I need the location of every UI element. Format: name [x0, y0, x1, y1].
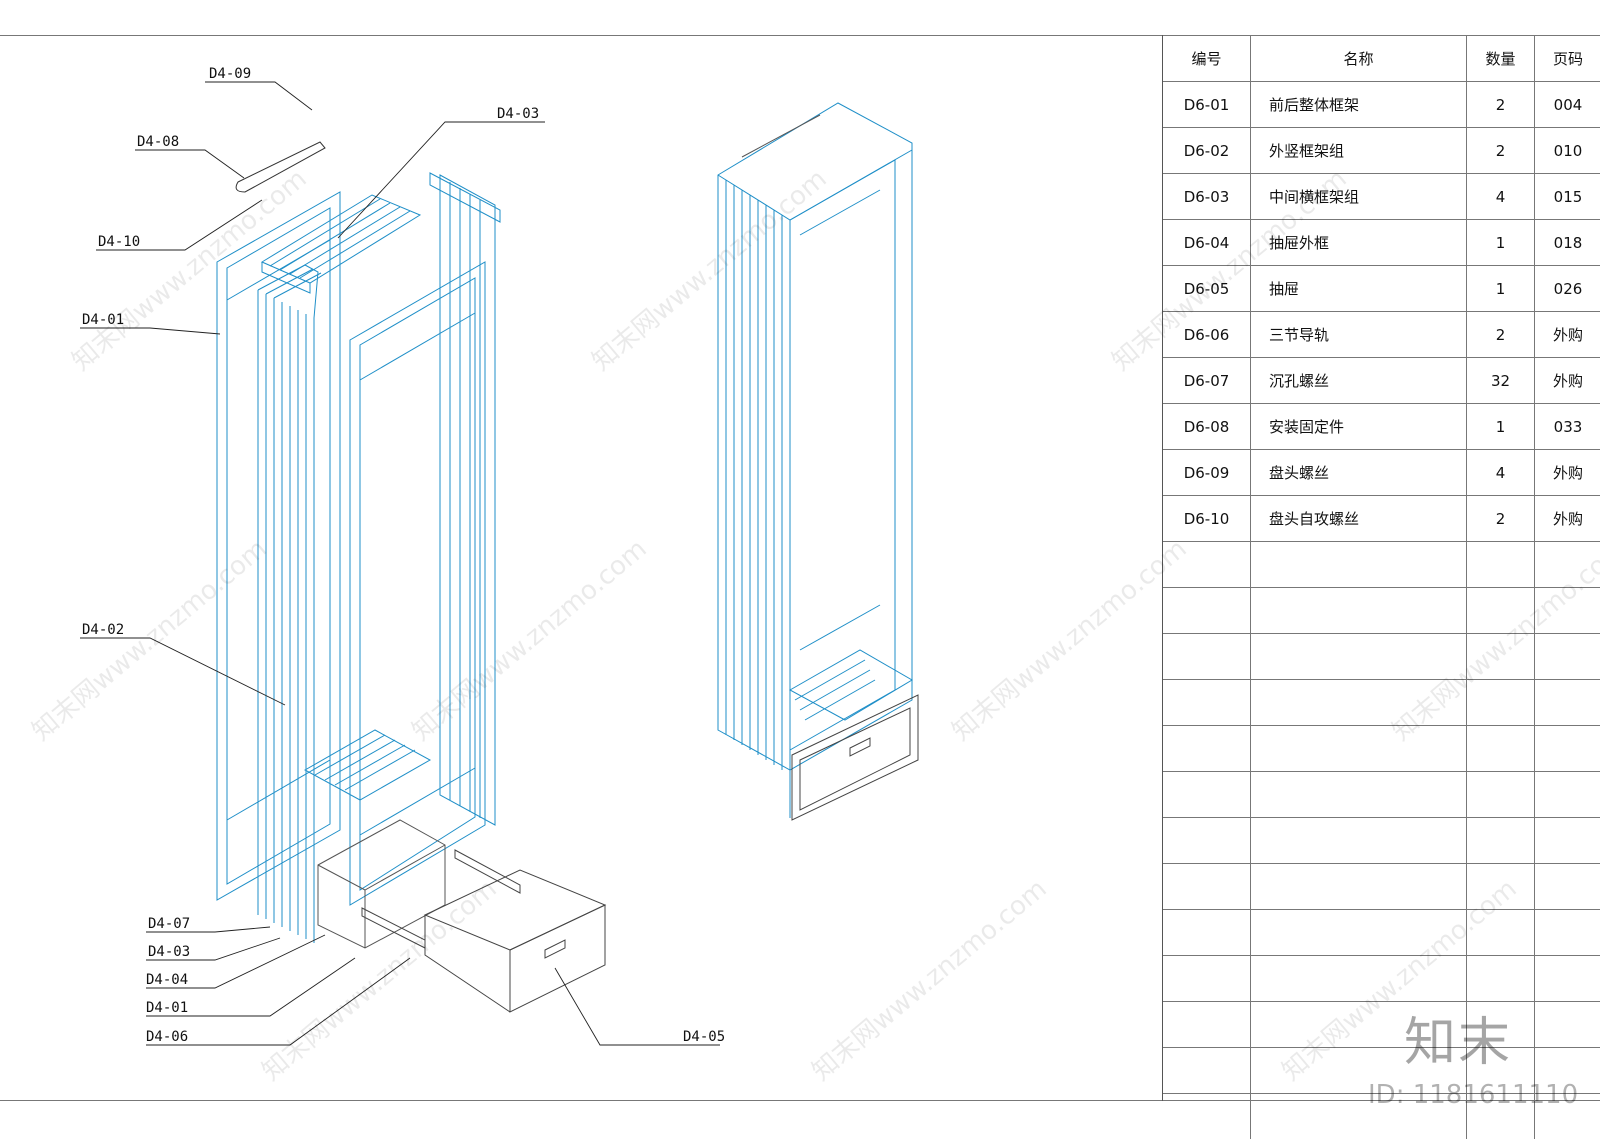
bom-cell-page: 015 [1535, 174, 1600, 220]
drawer-box [425, 870, 605, 1012]
bom-cell-qty: 2 [1467, 312, 1535, 358]
bom-cell-page: 026 [1535, 266, 1600, 312]
bom-cell-qty: 4 [1467, 450, 1535, 496]
drawer-rail [362, 908, 425, 948]
callout-d4-02: D4-02 [82, 622, 124, 638]
leader-lines [80, 82, 720, 1045]
bom-cell-qty: 32 [1467, 358, 1535, 404]
bom-cell-no: D6-07 [1163, 358, 1251, 404]
callout-d4-08: D4-08 [137, 134, 179, 150]
top-cross-slats [262, 195, 420, 293]
bom-cell-page: 018 [1535, 220, 1600, 266]
brand-watermark: 知末 [1404, 1000, 1512, 1075]
bom-cell-page: 外购 [1535, 312, 1600, 358]
bom-cell-name: 三节导轨 [1251, 312, 1467, 358]
bom-cell-qty: 2 [1467, 82, 1535, 128]
bom-cell-page: 033 [1535, 404, 1600, 450]
bom-cell-no: D6-05 [1163, 266, 1251, 312]
bom-cell-no: D6-03 [1163, 174, 1251, 220]
callout-d4-01-top: D4-01 [82, 312, 124, 328]
bom-row-empty [1163, 956, 1600, 1002]
bom-cell-no: D6-01 [1163, 82, 1251, 128]
callout-d4-04: D4-04 [146, 972, 188, 988]
bom-row-empty [1163, 542, 1600, 588]
bom-cell-qty: 1 [1467, 266, 1535, 312]
bom-row-empty [1163, 634, 1600, 680]
bom-header-row: 编号 名称 数量 页码 [1163, 35, 1600, 82]
callout-d4-03-bottom: D4-03 [148, 944, 190, 960]
bom-cell-name: 抽屉外框 [1251, 220, 1467, 266]
callout-d4-07: D4-07 [148, 916, 190, 932]
bom-header-page: 页码 [1535, 35, 1600, 82]
bom-cell-qty: 1 [1467, 404, 1535, 450]
bom-cell-name: 前后整体框架 [1251, 82, 1467, 128]
callout-d4-01-bottom: D4-01 [146, 1000, 188, 1016]
bom-header-qty: 数量 [1467, 35, 1535, 82]
bom-cell-page: 外购 [1535, 496, 1600, 542]
bom-cell-qty: 2 [1467, 128, 1535, 174]
assembled-cabinet-view [718, 103, 918, 820]
bom-row-empty [1163, 910, 1600, 956]
callout-d4-05: D4-05 [683, 1029, 725, 1045]
bom-cell-page: 外购 [1535, 358, 1600, 404]
bom-cell-name: 盘头螺丝 [1251, 450, 1467, 496]
callout-d4-03-top: D4-03 [497, 106, 539, 122]
bom-cell-name: 安装固定件 [1251, 404, 1467, 450]
bom-cell-page: 004 [1535, 82, 1600, 128]
bom-row-empty [1163, 588, 1600, 634]
bom-row-empty [1163, 772, 1600, 818]
callout-d4-06: D4-06 [146, 1029, 188, 1045]
bom-row-empty [1163, 1002, 1600, 1048]
bom-row-empty [1163, 864, 1600, 910]
bom-row-empty [1163, 726, 1600, 772]
image-id-watermark: ID: 1181611110 [1368, 1080, 1578, 1110]
bom-cell-name: 外竖框架组 [1251, 128, 1467, 174]
bom-cell-no: D6-02 [1163, 128, 1251, 174]
bom-cell-page: 010 [1535, 128, 1600, 174]
bom-row-empty [1163, 818, 1600, 864]
bom-cell-qty: 4 [1467, 174, 1535, 220]
bom-row-empty [1163, 680, 1600, 726]
exploded-cabinet-view [217, 142, 605, 1012]
callout-d4-10: D4-10 [98, 234, 140, 250]
bom-cell-qty: 1 [1467, 220, 1535, 266]
bom-cell-no: D6-06 [1163, 312, 1251, 358]
bom-cell-name: 抽屉 [1251, 266, 1467, 312]
bom-cell-no: D6-09 [1163, 450, 1251, 496]
bom-cell-no: D6-10 [1163, 496, 1251, 542]
bom-cell-page: 外购 [1535, 450, 1600, 496]
outer-frame-left [217, 192, 340, 900]
bom-cell-qty: 2 [1467, 496, 1535, 542]
callout-d4-09: D4-09 [209, 66, 251, 82]
bottom-cross-slats [305, 730, 430, 800]
fixing-bracket [236, 142, 325, 192]
bom-cell-name: 中间横框架组 [1251, 174, 1467, 220]
bom-cell-name: 盘头自攻螺丝 [1251, 496, 1467, 542]
bom-header-name: 名称 [1251, 35, 1467, 82]
bom-cell-no: D6-08 [1163, 404, 1251, 450]
drawer-outer-frame [318, 820, 445, 948]
bom-header-no: 编号 [1163, 35, 1251, 82]
bom-cell-no: D6-04 [1163, 220, 1251, 266]
slat-panel-vertical [258, 265, 321, 943]
bom-cell-name: 沉孔螺丝 [1251, 358, 1467, 404]
